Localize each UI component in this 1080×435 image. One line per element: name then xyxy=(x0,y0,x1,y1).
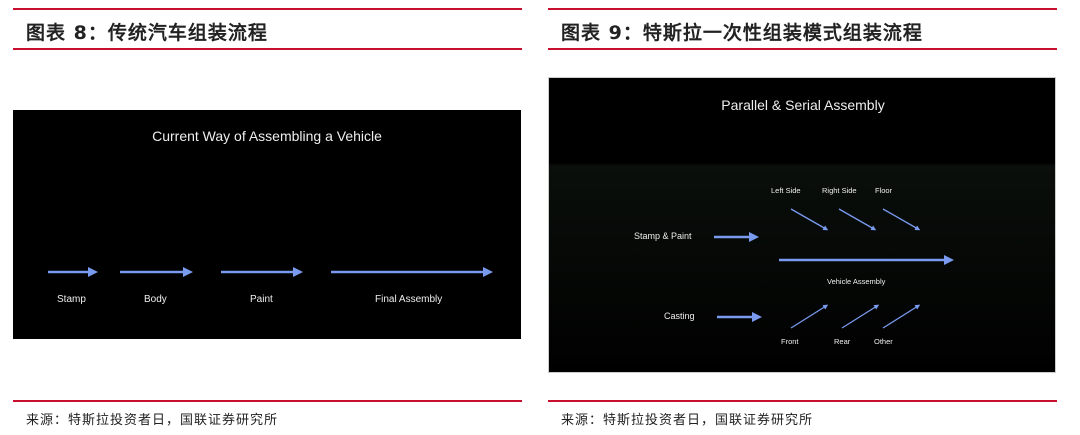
figure-9-title: 图表 9：特斯拉一次性组装模式组装流程 xyxy=(561,22,923,44)
divider xyxy=(13,48,522,50)
step-label: Paint xyxy=(250,294,273,305)
tesla-assembly-slide: Parallel & Serial Assembly Stamp & Paint… xyxy=(548,77,1056,373)
divider xyxy=(13,400,522,402)
step-label: Final Assembly xyxy=(375,294,443,305)
source-note: 来源：特斯拉投资者日，国联证券研究所 xyxy=(26,413,279,428)
bottom-label: Rear xyxy=(834,337,851,346)
divider xyxy=(548,8,1057,10)
top-label: Floor xyxy=(875,186,893,195)
divider xyxy=(13,8,522,10)
bottom-label: Other xyxy=(874,337,893,346)
divider xyxy=(548,48,1057,50)
bottom-label: Front xyxy=(781,337,799,346)
casting-label: Casting xyxy=(664,311,695,321)
step-label: Stamp xyxy=(57,294,86,305)
source-note: 来源：特斯拉投资者日，国联证券研究所 xyxy=(561,413,814,428)
vehicle-assembly-label: Vehicle Assembly xyxy=(827,277,886,286)
stamp-paint-label: Stamp & Paint xyxy=(634,231,692,241)
step-label: Body xyxy=(144,294,167,305)
arrows xyxy=(714,208,954,329)
top-label: Left Side xyxy=(771,186,801,195)
divider xyxy=(548,400,1057,402)
figure-8-title: 图表 8：传统汽车组装流程 xyxy=(26,22,268,44)
top-label: Right Side xyxy=(822,186,857,195)
slide-title: Parallel & Serial Assembly xyxy=(721,97,885,113)
arrows xyxy=(48,267,493,277)
slide-title: Current Way of Assembling a Vehicle xyxy=(152,128,382,144)
traditional-assembly-slide: Current Way of Assembling a Vehicle Stam… xyxy=(13,110,521,339)
